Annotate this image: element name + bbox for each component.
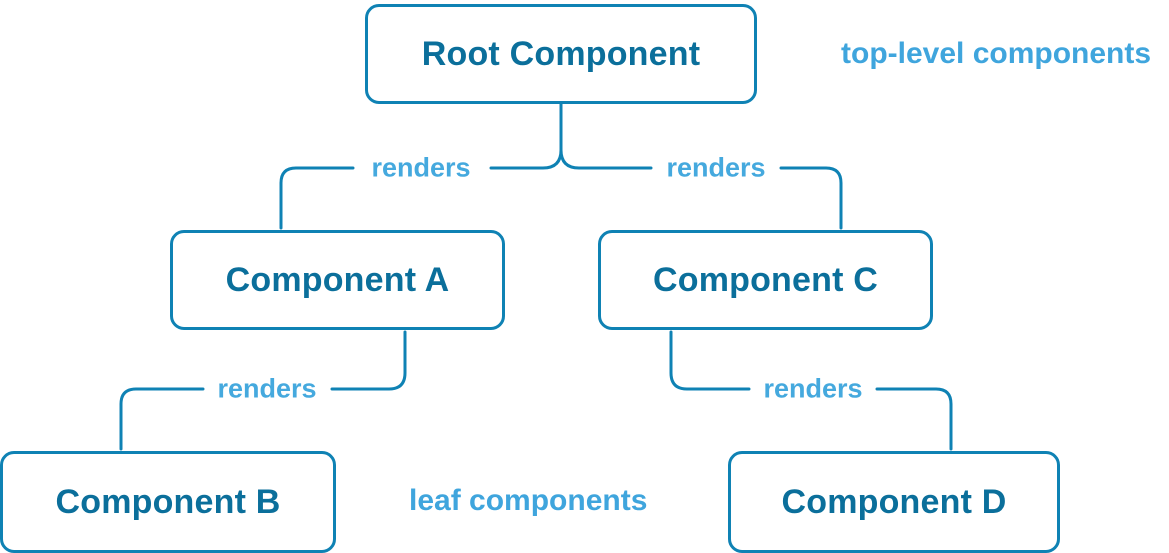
- node-component-a: Component A: [170, 230, 505, 330]
- node-component-b: Component B: [0, 451, 336, 553]
- edge-label-renders-c-d: renders: [763, 373, 863, 404]
- edge-label-renders-root-c: renders: [666, 152, 766, 183]
- annotation-leaf-components: leaf components: [409, 484, 648, 517]
- node-root-label: Root Component: [421, 34, 701, 73]
- node-component-d: Component D: [728, 451, 1060, 553]
- node-component-c: Component C: [598, 230, 933, 330]
- node-b-label: Component B: [55, 482, 281, 521]
- edge-label-renders-a-b: renders: [217, 373, 317, 404]
- node-c-label: Component C: [652, 260, 879, 299]
- node-d-label: Component D: [781, 482, 1007, 521]
- node-root-component: Root Component: [365, 4, 757, 104]
- annotation-top-level-components: top-level components: [841, 37, 1152, 70]
- node-a-label: Component A: [225, 260, 450, 299]
- edge-label-renders-root-a: renders: [371, 152, 471, 183]
